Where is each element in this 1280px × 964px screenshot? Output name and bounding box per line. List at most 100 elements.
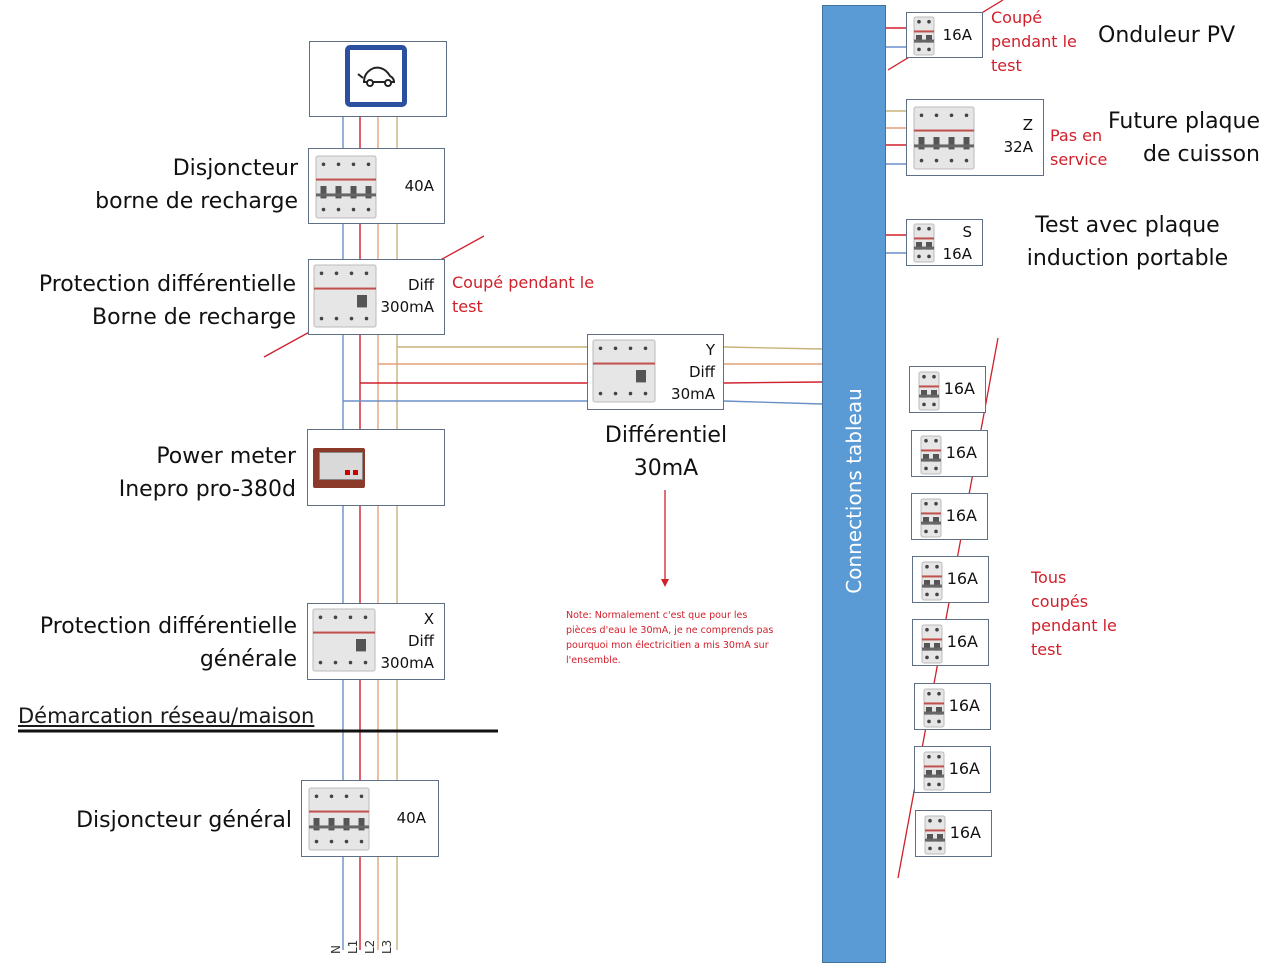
rcd-icon: [313, 264, 377, 332]
power-meter-box[interactable]: [307, 429, 445, 506]
label-line: Test avec plaque: [1035, 213, 1220, 238]
circuit-breaker-box[interactable]: 16A: [912, 619, 989, 666]
breaker-2p-icon: [921, 624, 943, 668]
rating-line: S: [962, 223, 972, 241]
main-breaker-box[interactable]: 40A: [301, 780, 439, 857]
rcd-icon: [312, 608, 376, 676]
breaker-2p-icon: [920, 498, 942, 542]
rating-line: 300mA: [380, 298, 434, 316]
breaker-rating: 16A: [948, 696, 980, 715]
rating-line: 16A: [942, 245, 972, 263]
label-line: Power meter: [156, 444, 296, 469]
caption-line: 30mA: [633, 456, 699, 481]
breaker-2p-icon: [921, 561, 943, 605]
test-label: Test avec plaque induction portable: [1020, 209, 1235, 275]
rcd-icon: [592, 339, 656, 407]
cooktop-note: Pas en service: [1050, 126, 1108, 169]
phase-label-n: N: [329, 945, 343, 954]
phase-label-l3: L3: [380, 939, 394, 954]
breaker-2p-icon: [923, 751, 945, 795]
breaker-rating: 40A: [396, 809, 426, 827]
breaker-rating: 16A: [949, 823, 981, 842]
label-line: borne de recharge: [95, 189, 298, 214]
rcd-y-box[interactable]: Y Diff 30mA: [587, 334, 724, 410]
rcd-rating: Diff 300mA: [380, 274, 434, 318]
ev-charging-icon: [345, 45, 407, 107]
label-line: Future plaque: [1107, 109, 1260, 134]
rating-line: 30mA: [671, 385, 715, 403]
rating-line: 32A: [1003, 138, 1033, 156]
breaker-4p-icon: [315, 155, 377, 223]
breaker-rating: Z 32A: [1004, 114, 1033, 158]
circuits-note: Tous coupés pendant le test: [1031, 568, 1117, 659]
electrician-note: Note: Normalement c'est que pour les piè…: [566, 610, 774, 666]
pv-label: Onduleur PV: [1098, 23, 1236, 48]
power-meter-icon: [313, 448, 365, 488]
circuit-breaker-box[interactable]: 16A: [909, 366, 986, 413]
label-line: générale: [199, 647, 297, 672]
breaker-rating: 16A: [946, 632, 978, 651]
breaker-rating: 16A: [948, 759, 980, 778]
rcd-ev-note: Coupé pendant le test: [452, 273, 595, 316]
circuit-breaker-box[interactable]: 16A: [911, 493, 988, 540]
rcd-y-caption: Différentiel 30mA: [600, 419, 732, 485]
circuit-breaker-box[interactable]: 16A: [912, 556, 989, 603]
rating-line: Diff: [407, 632, 434, 650]
breaker-rating: 40A: [404, 177, 434, 195]
breaker-rating: 16A: [946, 569, 978, 588]
pv-note: Coupé pendant le test: [991, 8, 1077, 75]
breaker-4p-icon: [308, 787, 370, 855]
label-line: Protection différentielle: [38, 272, 296, 297]
circuit-breaker-box[interactable]: 16A: [914, 746, 991, 793]
circuit-breaker-box[interactable]: 16A: [914, 683, 991, 730]
connections-bus: Connections tableau: [822, 5, 886, 963]
wire-l3: [723, 346, 823, 350]
rcd-ev-label: Protection différentielle Borne de recha…: [39, 268, 296, 334]
cooktop-label: Future plaque de cuisson: [1108, 105, 1260, 171]
rating-line: Diff: [407, 276, 434, 294]
wire-l1: [723, 381, 823, 384]
rating-line: 300mA: [380, 654, 434, 672]
breaker-rating: S 16A: [943, 221, 972, 265]
test-breaker-box[interactable]: S 16A: [906, 219, 983, 266]
breaker-2p-icon: [913, 16, 935, 60]
wire-n: [723, 400, 823, 405]
breaker-4p-icon: [913, 106, 975, 174]
breaker-ev-box[interactable]: 40A: [308, 148, 445, 224]
rcd-general-box[interactable]: X Diff 300mA: [307, 603, 445, 680]
breaker-rating: 16A: [943, 379, 975, 398]
label-line: induction portable: [1026, 246, 1229, 271]
power-meter-label: Power meter Inepro pro-380d: [119, 440, 296, 506]
circuit-breaker-box[interactable]: 16A: [911, 430, 988, 477]
label-line: de cuisson: [1143, 142, 1260, 167]
breaker-2p-icon: [918, 371, 940, 415]
label-line: Protection différentielle: [39, 614, 297, 639]
rcd-ev-box[interactable]: Diff 300mA: [308, 259, 445, 335]
caption-line: Différentiel: [604, 423, 728, 448]
demarcation-label: Démarcation réseau/maison: [18, 704, 315, 728]
rcd-rating: Y Diff 30mA: [671, 339, 715, 405]
rating-line: Diff: [688, 363, 715, 381]
phase-label-l2: L2: [363, 939, 377, 954]
rating-line: Z: [1022, 116, 1033, 134]
breaker-2p-icon: [920, 435, 942, 479]
arrow-head-icon: [661, 579, 669, 587]
rating-line: X: [423, 610, 434, 628]
cut-line-circuits: [897, 337, 999, 879]
rcd-rating: X Diff 300mA: [380, 608, 434, 674]
pv-breaker-box[interactable]: 16A: [906, 12, 983, 58]
breaker-rating: 16A: [945, 443, 977, 462]
breaker-2p-icon: [924, 815, 946, 859]
breaker-rating: 16A: [945, 506, 977, 525]
circuit-breaker-box[interactable]: 16A: [915, 810, 992, 857]
bus-label: Connections tableau: [842, 388, 866, 594]
cooktop-breaker-box[interactable]: Z 32A: [906, 99, 1044, 176]
rcd-general-label: Protection différentielle générale: [40, 610, 297, 676]
rating-line: Y: [705, 341, 715, 359]
breaker-rating: 16A: [942, 26, 972, 44]
breaker-ev-label: Disjoncteur borne de recharge: [95, 152, 298, 218]
label-line: Inepro pro-380d: [118, 477, 296, 502]
breaker-2p-icon: [913, 223, 935, 267]
label-line: Borne de recharge: [92, 305, 296, 330]
